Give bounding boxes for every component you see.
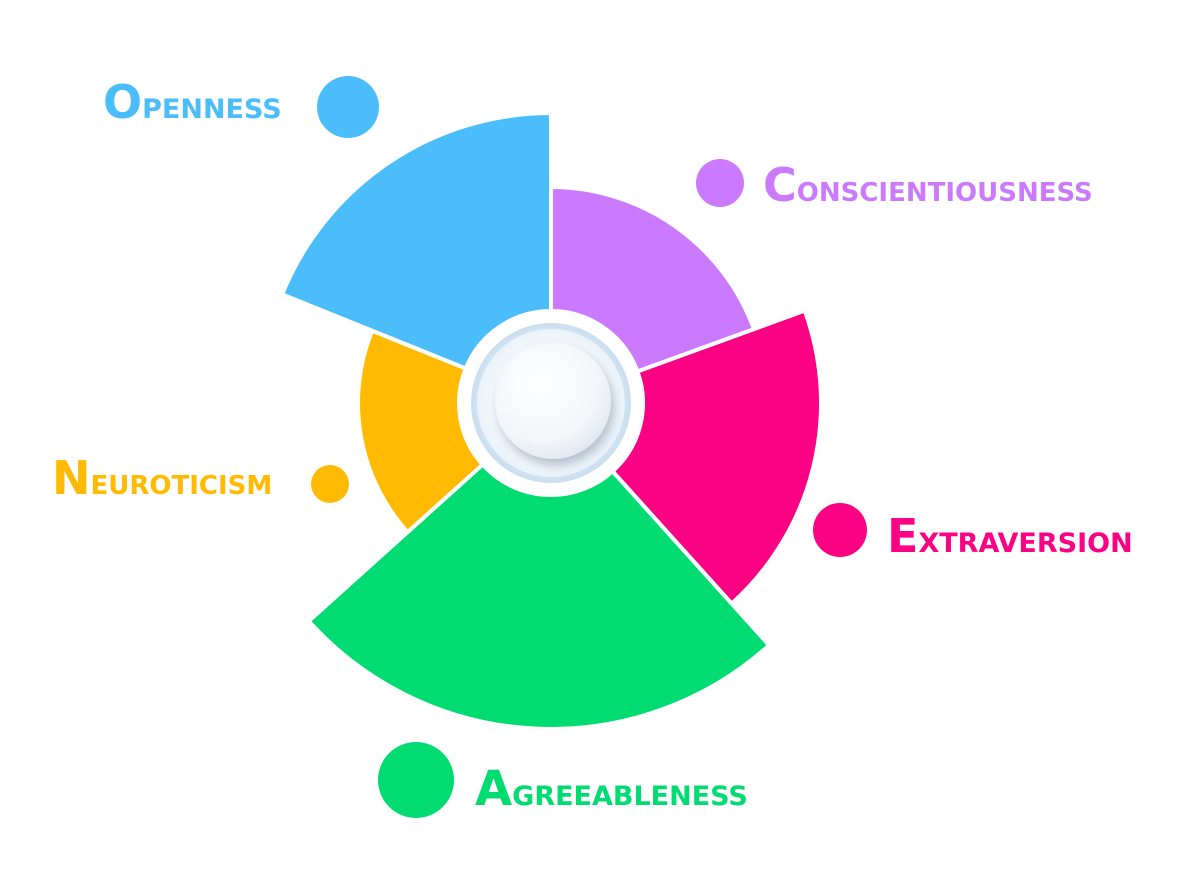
center-hub <box>459 311 643 495</box>
legend-label-agreeableness: AGREEABLENESS <box>475 761 748 817</box>
legend-label-extraversion: EXTRAVERSION <box>887 509 1133 563</box>
hub-button <box>495 343 611 459</box>
legend-dot-neuroticism <box>311 465 349 503</box>
legend-dot-extraversion <box>813 503 867 557</box>
legend-dot-conscientiousness <box>696 159 744 207</box>
segments-layer <box>280 111 823 731</box>
labels-layer: OPENNESS CONSCIENTIOUSNESS EXTRAVERSION AGR… <box>52 75 1133 818</box>
legend-label-neuroticism: NEUROTICISM <box>52 451 272 505</box>
legend-dot-openness <box>317 76 379 138</box>
legend-label-conscientiousness: CONSCIENTIOUSNESS <box>763 158 1093 212</box>
legend-label-openness: OPENNESS <box>103 75 282 129</box>
legend-dot-agreeableness <box>378 742 454 818</box>
